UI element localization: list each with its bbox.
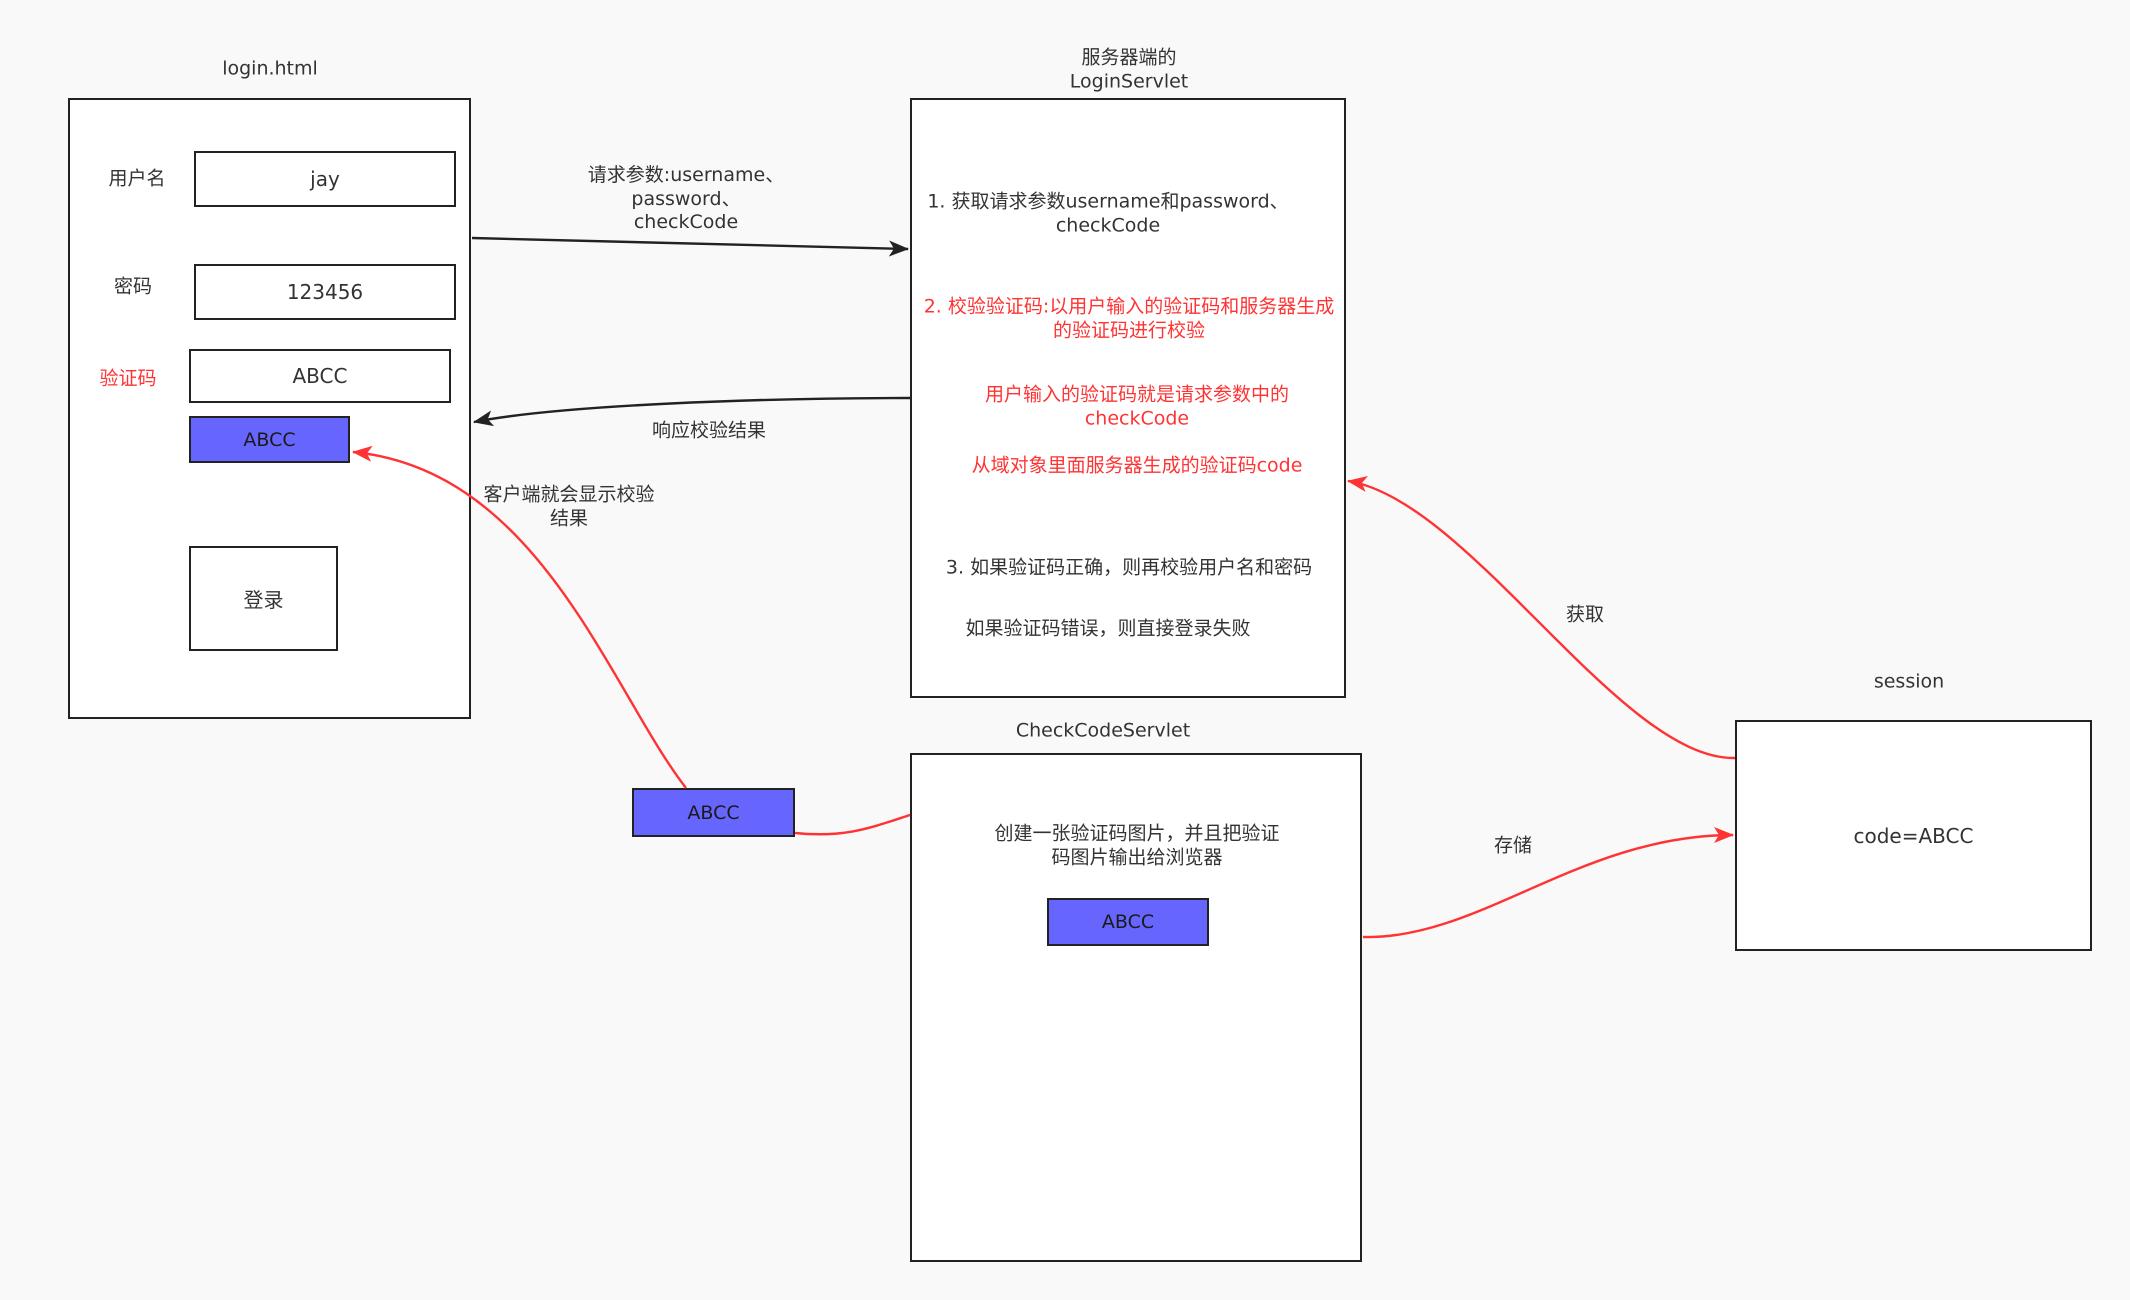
login-servlet-box[interactable] — [910, 98, 1346, 698]
login-page-title: login.html — [222, 57, 318, 80]
login-captcha-image[interactable]: ABCC — [189, 416, 350, 463]
session-title: session — [1873, 670, 1945, 693]
display-label-line-1: 客户端就会显示校验 — [483, 483, 655, 506]
step3-failure: 如果验证码错误，则直接登录失败 — [965, 617, 1251, 640]
password-field[interactable]: 123456 — [194, 264, 456, 320]
fetch-arrow — [1347, 476, 1736, 760]
transit-captcha-image[interactable]: ABCC — [632, 788, 795, 837]
login-button[interactable]: 登录 — [189, 546, 338, 651]
login-servlet-step1: 1. 获取请求参数username和password、 checkCode — [927, 191, 1288, 238]
step2-line-1: 2. 校验验证码:以用户输入的验证码和服务器生成 — [923, 295, 1335, 318]
login-servlet-title-line-2: LoginServlet — [1069, 70, 1189, 92]
captcha-label: 验证码 — [99, 367, 157, 390]
checkcode-servlet-description: 创建一张验证码图片，并且把验证 码图片输出给浏览器 — [994, 823, 1279, 870]
store-arrow — [1362, 827, 1734, 939]
step2-line-2: 的验证码进行校验 — [1052, 319, 1206, 341]
servlet-captcha-image[interactable]: ABCC — [1047, 898, 1209, 946]
user-code-note: 用户输入的验证码就是请求参数中的 checkCode — [985, 384, 1289, 431]
request-label-line-1: 请求参数:username、 — [587, 163, 785, 186]
session-box[interactable]: code=ABCC — [1735, 720, 2092, 951]
request-label-line-2: password、 — [631, 187, 741, 210]
captcha-output-connector — [794, 813, 911, 836]
login-servlet-title-line-1: 服务器端的 — [1081, 46, 1177, 69]
captcha-value: ABCC — [292, 364, 348, 388]
display-label: 客户端就会显示校验 结果 — [483, 484, 654, 531]
request-label-line-3: checkCode — [633, 210, 739, 233]
user-code-note-line-1: 用户输入的验证码就是请求参数中的 — [984, 383, 1290, 406]
password-value: 123456 — [286, 280, 364, 304]
username-value: jay — [310, 167, 340, 191]
response-label: 响应校验结果 — [651, 419, 767, 442]
user-code-note-line-2: checkCode — [1084, 407, 1190, 429]
login-captcha-image-text: ABCC — [243, 428, 296, 451]
request-label: 请求参数:username、 password、 checkCode — [588, 164, 784, 235]
password-label: 密码 — [113, 275, 153, 298]
description-line-1: 创建一张验证码图片，并且把验证 — [994, 822, 1280, 845]
step3-success: 3. 如果验证码正确，则再校验用户名和密码 — [945, 556, 1313, 579]
login-servlet-title: 服务器端的 LoginServlet — [1070, 47, 1188, 94]
step1-line-1: 1. 获取请求参数username和password、 — [927, 190, 1289, 213]
checkcode-servlet-title: CheckCodeServlet — [1015, 719, 1191, 742]
server-code-note: 从域对象里面服务器生成的验证码code — [971, 454, 1303, 477]
fetch-label: 获取 — [1565, 603, 1605, 626]
username-field[interactable]: jay — [194, 151, 456, 207]
session-content: code=ABCC — [1853, 823, 1974, 848]
captcha-field[interactable]: ABCC — [189, 349, 451, 403]
login-servlet-step2: 2. 校验验证码:以用户输入的验证码和服务器生成 的验证码进行校验 — [924, 296, 1335, 343]
request-arrow — [471, 236, 909, 257]
transit-captcha-image-text: ABCC — [687, 801, 740, 824]
checkcode-servlet-box[interactable] — [910, 753, 1362, 1262]
display-label-line-2: 结果 — [549, 507, 589, 529]
description-line-2: 码图片输出给浏览器 — [1051, 846, 1223, 868]
step1-line-2: checkCode — [1055, 214, 1161, 236]
store-label: 存储 — [1493, 834, 1533, 857]
username-label: 用户名 — [108, 167, 166, 190]
login-button-label: 登录 — [243, 588, 284, 612]
servlet-captcha-image-text: ABCC — [1101, 911, 1155, 933]
